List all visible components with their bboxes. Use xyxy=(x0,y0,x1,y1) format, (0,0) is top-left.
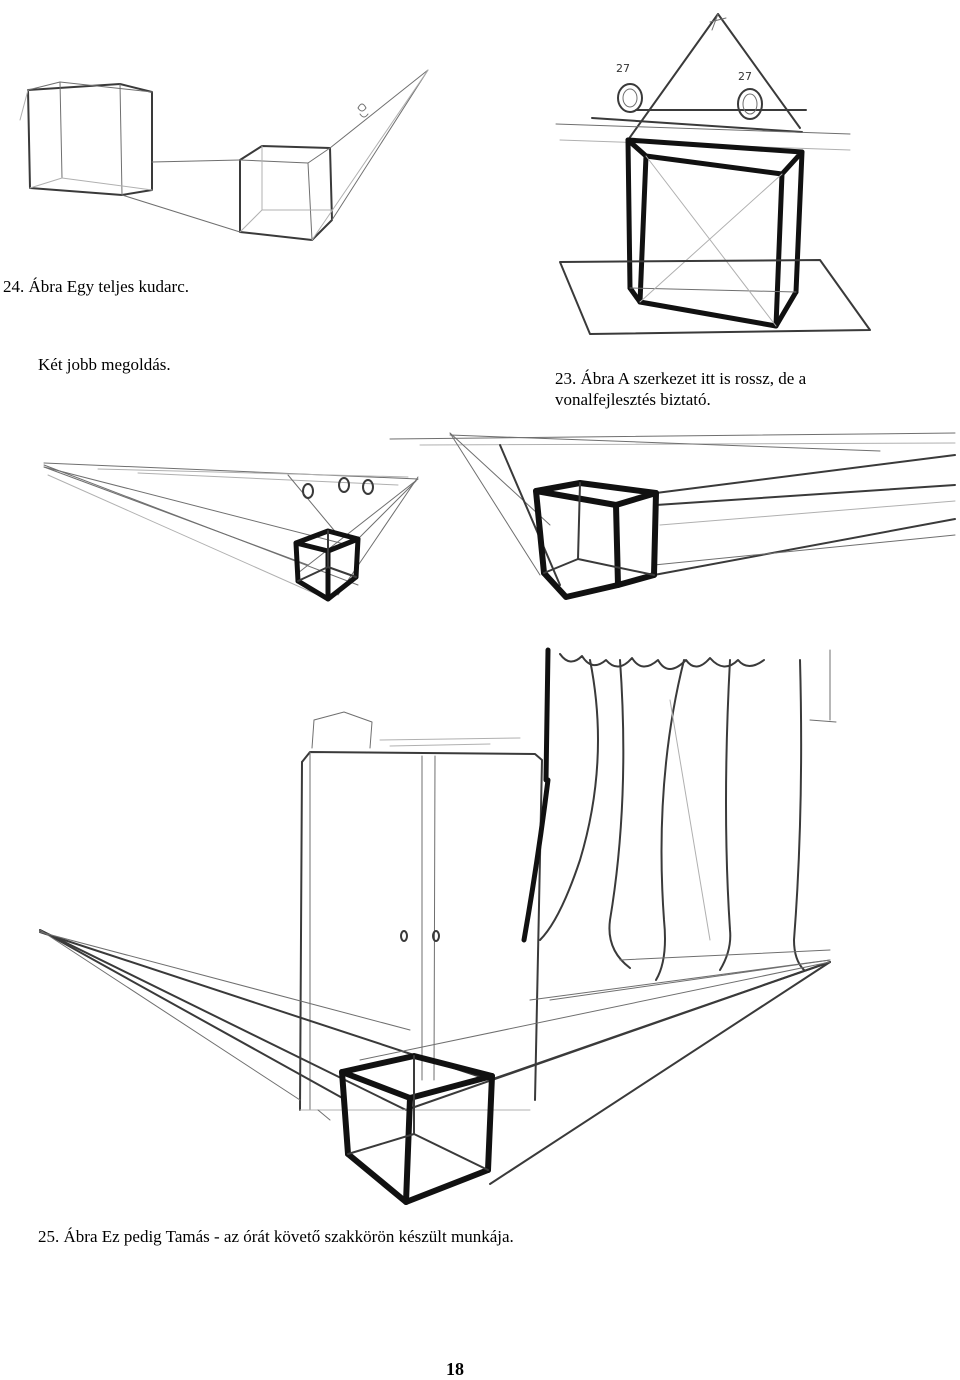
page-number: 18 xyxy=(446,1359,464,1379)
right-ring-label: 27 xyxy=(738,70,752,83)
left-cube-drawing xyxy=(27,81,153,196)
small-cube-drawing xyxy=(293,528,361,602)
floor-plane xyxy=(559,259,871,335)
receding-lines xyxy=(653,454,956,576)
construction-lines xyxy=(19,69,429,241)
two-better-solutions-caption: Két jobb megoldás. xyxy=(38,355,171,374)
triangle-construction xyxy=(555,13,851,151)
floor-perspective-lines xyxy=(39,929,831,1185)
figure-25-sketch xyxy=(39,647,837,1205)
curtain-drawing xyxy=(521,647,837,981)
middle-left-cube-sketch xyxy=(43,462,419,602)
right-cube-drawing xyxy=(239,145,333,241)
perspective-lines xyxy=(43,462,419,596)
figure-23-sketch: 27 27 xyxy=(555,13,871,335)
wardrobe-drawing xyxy=(299,711,543,1111)
tall-box-drawing xyxy=(625,137,805,329)
figure-24-sketch xyxy=(19,69,429,241)
foreground-cube-drawing xyxy=(317,1053,495,1205)
vanishing-rings: 27 27 xyxy=(616,62,763,120)
figure-25-caption: 25. Ábra Ez pedig Tamás - az órát követő… xyxy=(38,1227,514,1246)
middle-right-cube-sketch xyxy=(389,432,956,600)
cube-drawing xyxy=(533,480,659,600)
figure-23-caption-line1: 23. Ábra A szerkezet itt is rossz, de a xyxy=(555,369,807,388)
figure-23-caption-line2: vonalfejlesztés biztató. xyxy=(555,390,711,409)
horizon-strokes xyxy=(389,432,956,586)
figure-24-caption: 24. Ábra Egy teljes kudarc. xyxy=(3,277,189,296)
left-ring-label: 27 xyxy=(616,62,630,75)
